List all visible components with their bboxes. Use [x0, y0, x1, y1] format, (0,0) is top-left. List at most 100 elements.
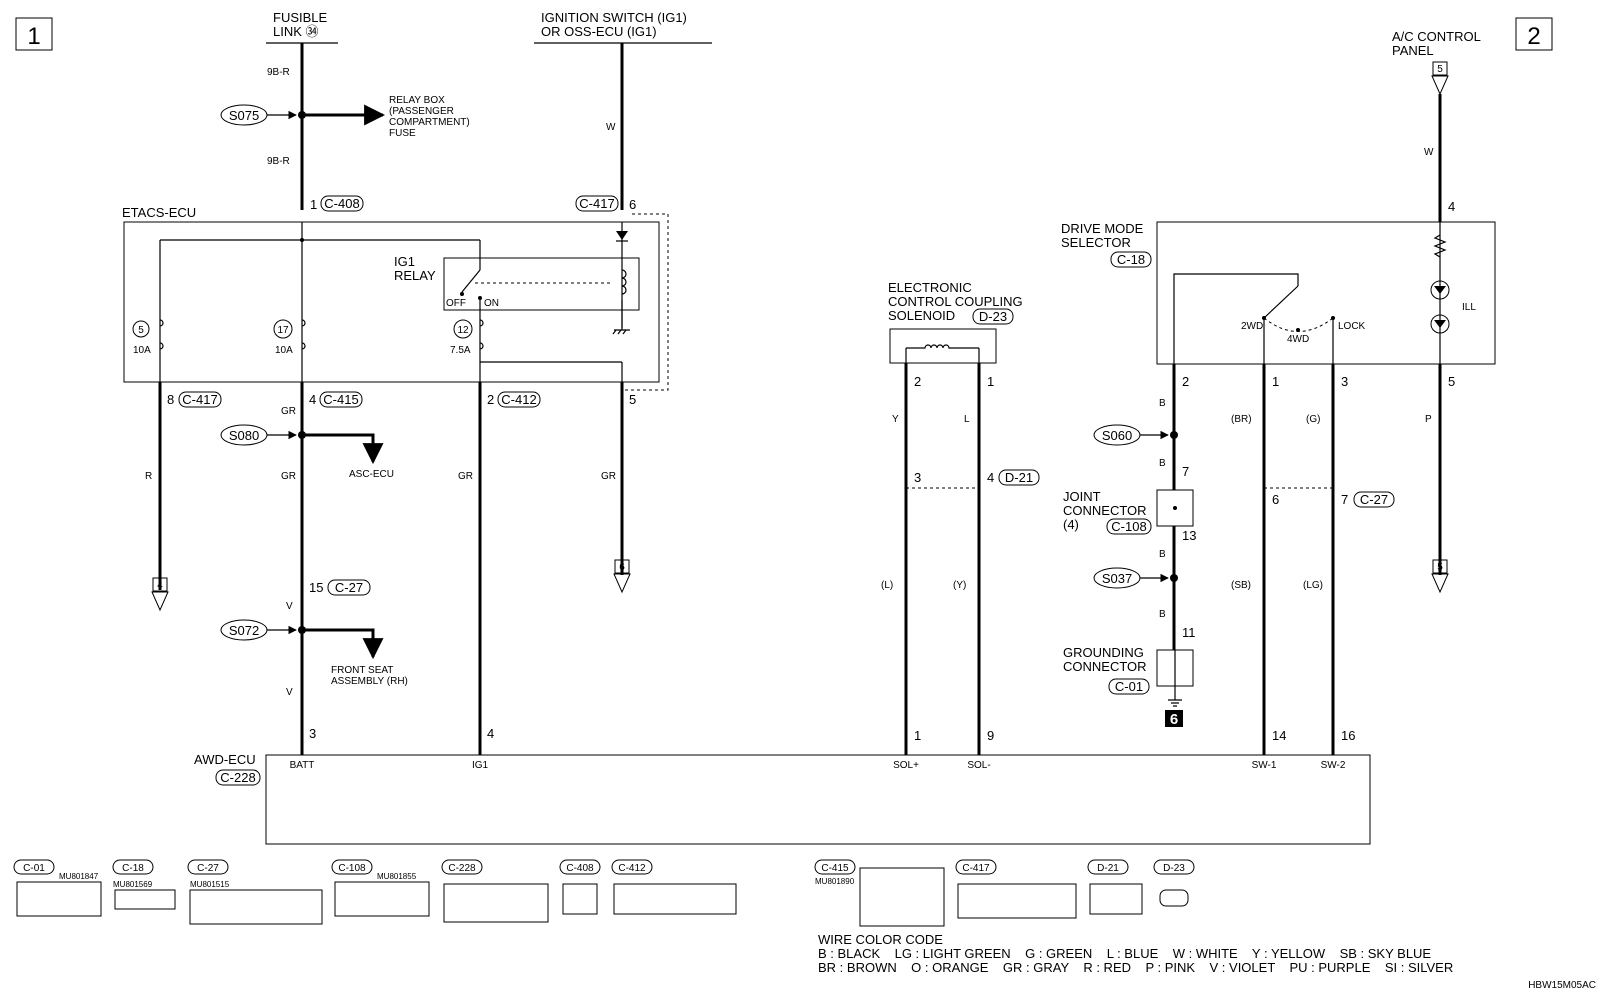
page-marker-1 [15, 17, 53, 51]
conn-c01-badge [1108, 678, 1150, 695]
pin-sol-2: 2 [914, 374, 921, 389]
conn-c228-badge [215, 769, 261, 786]
joint-connector-label: JOINT [1063, 489, 1101, 504]
fuse-17-number: 17 [277, 325, 289, 336]
solenoid-label-2: CONTROL COUPLING [888, 294, 1023, 309]
offpage-5-bottom-arrow [1431, 573, 1449, 594]
pin-d21-4: 4 [987, 470, 994, 485]
conn-c27: C-27 [335, 580, 363, 595]
pin-dm-4: 4 [1448, 199, 1455, 214]
fuse-12-icon [479, 319, 484, 350]
wire-color-gr-2: GR [281, 471, 296, 482]
pin-awd-1: 1 [914, 728, 921, 743]
conn-d23-badge [972, 308, 1014, 325]
dm-switch-arm [1263, 285, 1299, 319]
conn-c27-right-badge [1353, 491, 1395, 508]
pin-awd-9: 9 [987, 728, 994, 743]
offpage-5-bottom-box [1432, 559, 1448, 574]
legend-c108-badge [331, 859, 373, 875]
wire-color-r: R [145, 471, 152, 482]
conn-c408: C-408 [324, 196, 359, 211]
legend-c18-badge [112, 859, 154, 875]
drive-mode-label: DRIVE MODE [1061, 221, 1144, 236]
conn-c415: C-415 [323, 392, 358, 407]
wire-color-b-4: B [1159, 609, 1166, 620]
offpage-4-box [152, 577, 168, 592]
awd-ecu-label: AWD-ECU [194, 752, 256, 767]
pin-dm-2: 2 [1182, 374, 1189, 389]
fuse-5-number-ring [132, 320, 150, 338]
ig1-relay-box [443, 257, 640, 311]
legend-c412-id: C-412 [618, 863, 646, 874]
relay-box-label-4: FUSE [389, 128, 416, 139]
fuse-17-amp: 10A [275, 345, 293, 356]
dm-dashed-arc [1263, 317, 1334, 332]
pin-d21-3: 3 [914, 470, 921, 485]
offpage-5-bottom: 5 [1437, 562, 1443, 573]
wire-color-w-ig: W [606, 122, 616, 133]
wire-color-p: P [1425, 414, 1432, 425]
legend-c228-shape [443, 883, 549, 923]
pin-joint-13: 13 [1182, 528, 1196, 543]
splice-dot-s037 [1170, 574, 1178, 582]
splice-s072-label: S072 [229, 623, 259, 638]
led-1-diode [1434, 286, 1446, 294]
connector-legend: C-01 MU801847 C-18 MU801569 C-27 MU80151… [13, 859, 1195, 927]
legend-c408-shape [562, 883, 598, 915]
wire-color-l-paren: (L) [881, 580, 893, 591]
page-marker-1-label: 1 [27, 23, 40, 50]
branch-asc [302, 433, 384, 465]
grounding-connector-label: GROUNDING [1063, 645, 1144, 660]
legend-d23-badge [1153, 859, 1195, 875]
relay-coil-icon [621, 269, 627, 295]
relay-contact-on [478, 296, 482, 300]
conn-c18-badge [1110, 251, 1152, 268]
pin-dm-1: 1 [1272, 374, 1279, 389]
pin-dm-3: 3 [1341, 374, 1348, 389]
legend-c108-part: MU801855 [377, 872, 417, 881]
fuse-17-icon [301, 319, 306, 350]
dm-lock-label: LOCK [1338, 321, 1366, 332]
pin-4-ig1: 4 [487, 726, 494, 741]
fuse-17-number-ring [273, 319, 293, 339]
legend-c27-part: MU801515 [190, 880, 230, 889]
conn-c27-right: C-27 [1360, 492, 1388, 507]
wire-color-y: Y [892, 414, 899, 425]
awd-term-ig1: IG1 [472, 760, 489, 771]
relay-off-label: OFF [446, 298, 466, 309]
led-icon-2 [1430, 314, 1450, 334]
pin-4-c415: 4 [309, 392, 316, 407]
splice-dot-s060 [1170, 431, 1178, 439]
legend-c27-badge [187, 859, 229, 875]
conn-d23: D-23 [979, 309, 1007, 324]
wire-color-9br-a: 9B-R [267, 67, 290, 78]
wire-color-v-1: V [286, 601, 293, 612]
pin-sol-1: 1 [987, 374, 994, 389]
awd-term-sw1: SW-1 [1252, 760, 1277, 771]
legend-c18-part: MU801569 [113, 880, 153, 889]
etacs-ecu-label: ETACS-ECU [122, 205, 196, 220]
ignition-switch-label-2: OR OSS-ECU (IG1) [541, 24, 657, 39]
etacs-dashed-outline [622, 213, 669, 391]
pin-awd-14: 14 [1272, 728, 1286, 743]
conn-c417-top-badge [575, 195, 619, 212]
legend-d23-shape [1159, 889, 1189, 907]
front-seat-label-2: ASSEMBLY (RH) [331, 676, 408, 687]
legend-c417-shape [957, 883, 1077, 919]
awd-term-sol-minus: SOL- [967, 760, 990, 771]
offpage-5-top-arrow [1431, 75, 1449, 96]
ignition-switch-label: IGNITION SWITCH (IG1) [541, 10, 687, 25]
conn-c408-badge [320, 195, 364, 212]
awd-term-sol-plus: SOL+ [893, 760, 919, 771]
solenoid-label-3: SOLENOID [888, 308, 955, 323]
conn-c417-top: C-417 [579, 196, 614, 211]
relay-contact-off [460, 292, 464, 296]
legend-c415-part: MU801890 [815, 877, 855, 886]
legend-c01-id: C-01 [23, 863, 45, 874]
legend-d23-id: D-23 [1163, 863, 1185, 874]
legend-c01-badge [13, 859, 55, 875]
relay-switch-arm [461, 269, 481, 293]
awd-ecu-box [265, 754, 1371, 845]
pin-awd-16: 16 [1341, 728, 1355, 743]
dm-common-line [1173, 273, 1299, 364]
